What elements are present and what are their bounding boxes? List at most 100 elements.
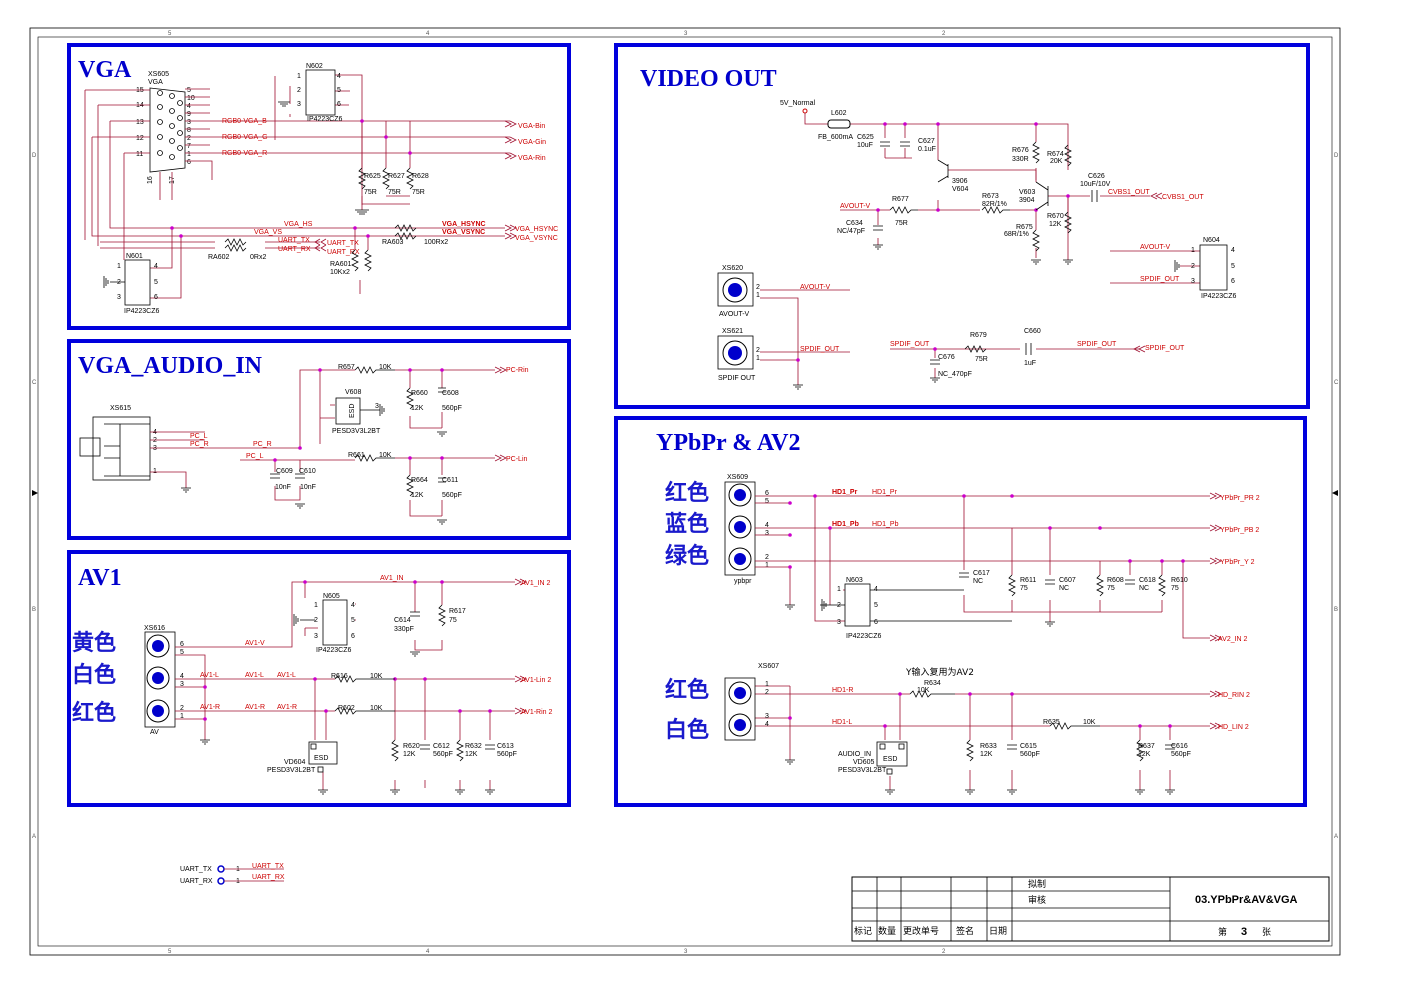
vga-pin-2: 2 bbox=[187, 135, 191, 142]
r610-val: 75 bbox=[1171, 585, 1179, 592]
vga-connector: XS605 VGA 15 14 13 12 11 5 10 4 9 3 8 2 … bbox=[136, 71, 195, 184]
vga-pin-3: 3 bbox=[187, 119, 191, 126]
vga-ic-n601: N601 123 456 IP4223CZ6 bbox=[103, 253, 160, 315]
av1-connector: XS616 AV 65 43 21 bbox=[144, 625, 184, 736]
n604-ref: N604 bbox=[1203, 237, 1220, 244]
svg-text:6: 6 bbox=[154, 294, 158, 301]
ypbpr-hd1-pb-b: HD1_Pb bbox=[872, 521, 899, 528]
ypbpr-out-av2: AV2_IN 2 bbox=[1218, 636, 1248, 643]
c609: C609 bbox=[276, 468, 293, 475]
vga-ra601: RA601 10Kx2 bbox=[330, 249, 372, 276]
vga-pin-11: 11 bbox=[136, 151, 143, 158]
c626-val: 10uF/10V bbox=[1080, 181, 1111, 188]
audio-rc-bot: R664 12K C611 560pF bbox=[406, 474, 462, 525]
c634: C634 bbox=[846, 220, 863, 227]
r635: R635 bbox=[1043, 719, 1060, 726]
grid-bot-4: 4 bbox=[426, 949, 430, 955]
av1-r-net-b: AV1-R bbox=[245, 704, 265, 711]
svg-text:2: 2 bbox=[756, 284, 760, 291]
av1-l-net-c: AV1-L bbox=[277, 672, 296, 679]
vga-pin-10: 10 bbox=[187, 95, 195, 102]
c610: C610 bbox=[299, 468, 316, 475]
r602-av: R602 bbox=[338, 705, 355, 712]
xs616-name: AV bbox=[150, 729, 159, 736]
n605-ref: N605 bbox=[323, 593, 340, 600]
r677: R677 bbox=[892, 196, 909, 203]
grid-bot-5: 5 bbox=[168, 949, 172, 955]
svg-text:2: 2 bbox=[756, 347, 760, 354]
svg-text:3: 3 bbox=[180, 681, 184, 688]
svg-text:3: 3 bbox=[1191, 278, 1195, 285]
r625: R625 bbox=[364, 173, 381, 180]
grid-side-b: B bbox=[32, 607, 36, 613]
av1-section-box bbox=[67, 550, 571, 807]
r616-val: 10K bbox=[370, 673, 383, 680]
tb-sign: 签名 bbox=[956, 925, 974, 937]
ypbpr-gnd1 bbox=[785, 604, 795, 610]
av1-v-net: AV1-V bbox=[245, 640, 265, 647]
svg-text:4: 4 bbox=[765, 721, 769, 728]
r676-val: 330R bbox=[1012, 156, 1029, 163]
ra601: RA601 bbox=[330, 261, 352, 268]
svg-text:2: 2 bbox=[180, 705, 184, 712]
tb-change-no: 更改单号 bbox=[903, 925, 939, 937]
av2-esd-vd605: ESD AUDIO_IN VD605 PESD3V3L2BT bbox=[838, 741, 908, 795]
r657-val: 10K bbox=[379, 364, 392, 371]
r617-val: 75 bbox=[449, 617, 457, 624]
svg-text:4: 4 bbox=[1231, 247, 1235, 254]
r664-val: 12K bbox=[411, 492, 424, 499]
n601-part: IP4223CZ6 bbox=[124, 308, 160, 315]
c627: C627 bbox=[918, 138, 935, 145]
vo-q604: 3906 V604 bbox=[937, 159, 968, 193]
ypbpr-wiring bbox=[755, 495, 1210, 790]
vd604: VD604 bbox=[284, 759, 306, 766]
c612-val: 560pF bbox=[433, 751, 453, 758]
svg-text:3: 3 bbox=[837, 619, 841, 626]
xs609-name: ypbpr bbox=[734, 578, 752, 585]
vga-audio-section-box bbox=[67, 339, 571, 540]
av2-label-white: 白色 bbox=[665, 717, 709, 743]
c618-val: NC bbox=[1139, 585, 1149, 592]
v608: V608 bbox=[345, 389, 361, 396]
audio-pc-r-a: PC_R bbox=[190, 441, 209, 448]
av1-out-ports bbox=[514, 578, 527, 715]
r628: R628 bbox=[412, 173, 429, 180]
tb-qty: 数量 bbox=[878, 925, 896, 937]
vga-ra602: RA602 0Rx2 bbox=[208, 238, 266, 261]
r676: R676 bbox=[1012, 147, 1029, 154]
tb-sheet-post: 张 bbox=[1262, 927, 1271, 938]
vo-xs621-net: SPDIF_OUT bbox=[800, 346, 840, 353]
svg-text:2: 2 bbox=[314, 617, 318, 624]
r634: R634 bbox=[924, 680, 941, 687]
n605-part: IP4223CZ6 bbox=[316, 647, 352, 654]
grid-rside-c: C bbox=[1334, 380, 1339, 386]
c611-val: 560pF bbox=[442, 492, 462, 499]
c609-val: 10nF bbox=[275, 484, 291, 491]
grid-top-5: 5 bbox=[168, 31, 172, 37]
av1-r-net-c: AV1-R bbox=[277, 704, 297, 711]
vga-net-r: RGB0-VGA_R bbox=[222, 150, 267, 157]
audio-gnd1 bbox=[181, 487, 191, 493]
r660-val: 12K bbox=[411, 405, 424, 412]
audio-wiring bbox=[150, 369, 495, 517]
ra603-val: 100Rx2 bbox=[424, 239, 448, 246]
c626: C626 bbox=[1088, 173, 1105, 180]
c617-val: NC bbox=[973, 578, 983, 585]
av2-r634: R634 10K bbox=[909, 680, 955, 698]
grid-rside-a: A bbox=[1334, 834, 1338, 840]
vo-n604-avout: AVOUT-V bbox=[1140, 244, 1171, 251]
vga-wiring bbox=[84, 74, 510, 299]
ypbpr-hd1-pr-a: HD1_Pr bbox=[832, 489, 858, 496]
r611: R611 bbox=[1020, 577, 1036, 584]
svg-text:3: 3 bbox=[765, 530, 769, 537]
c676: C676 bbox=[938, 354, 955, 361]
c627-val: 0.1uF bbox=[918, 146, 936, 153]
av1-in-net: AV1_IN bbox=[380, 575, 404, 582]
vga-connector-ref: XS605 bbox=[148, 71, 169, 78]
vo-c676: C676 NC_470pF bbox=[930, 354, 972, 383]
r661-val: 10K bbox=[379, 452, 392, 459]
av2-label-red: 红色 bbox=[665, 677, 709, 703]
inner-frame bbox=[37, 36, 1333, 947]
xs621: XS621 bbox=[722, 328, 743, 335]
av2-rc-bank: R633 12K C615 560pF R637 12K C616 560pF bbox=[965, 739, 1191, 795]
